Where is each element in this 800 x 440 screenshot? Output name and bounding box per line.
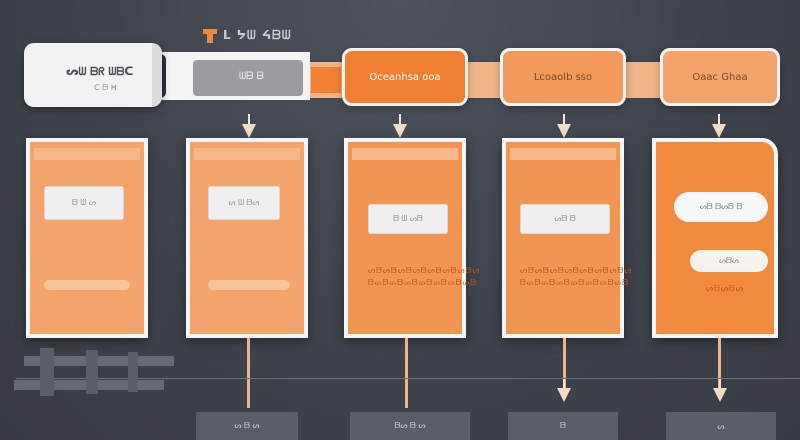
step-node-1[interactable]: Oceanhsa ooa [342,48,468,106]
card-code-line: ᔕᗷᔕᗷᔕ [706,284,744,293]
card-code-line: ᗷᔕᗷᔕᗷᔕᗷᔕᗷᔕᗷᔕᗷᔕᗷ [520,278,630,287]
pipe-joint [128,352,138,392]
card-field-text: ᗷ ᗯ ᔕᗷ [393,214,423,223]
gray-stage-label: ᗯᗷ ᗷ [239,71,264,82]
arrow-down-icon [393,114,407,142]
card-header [352,148,458,160]
card-input-pill-text: ᔕᗷ ᗷᔕᗷ ᗷ [699,202,743,211]
start-node[interactable]: ᔕᗯ ᗷᖇ ᗯᗷᑕ ᑕ ᗷ ᕼ [24,43,162,107]
connector-line [718,338,721,394]
connector-line [247,338,250,408]
card-field-text: ᔕ ᗯ ᗷᔕ [228,198,260,207]
card-field[interactable]: ᔕ ᗯ ᗷᔕ [208,186,280,220]
card-header [194,148,300,160]
card-progress [44,280,130,290]
logo-icon [203,28,217,43]
base-tab-label: ᗷ [560,421,566,430]
card-code-line: ᗷᔕᗷᔕᗷᔕᗷᔕᗷᔕᗷᔕᗷᔕᗷ [368,278,478,287]
step-label: Oceanhsa ooa [369,71,441,83]
card-code-line: ᔕᗷᔕᗷᔕᗷᔕᗷᔕᗷᔕᗷᔕᗷᔕ [520,266,633,275]
base-tab-label: ᗷᔕ ᗷ ᔕ [394,421,426,430]
stage-card-1[interactable]: ᗷ ᗯ ᔕ [26,138,148,338]
arrow-down-icon [557,378,571,406]
card-action-button[interactable]: ᔕᗷᔕ [690,250,768,272]
step-label: Oaac Ghaa [692,71,748,83]
arrow-down-icon [713,378,727,406]
arrow-down-icon [712,114,726,142]
stage-card-5[interactable]: ᔕᗷ ᗷᔕᗷ ᗷ ᔕᗷᔕ ᔕᗷᔕᗷᔕ [652,138,778,338]
start-node-subtitle: ᑕ ᗷ ᕼ [94,83,117,92]
stage-card-4[interactable]: ᔕᗷ ᗷ ᔕᗷᔕᗷᔕᗷᔕᗷᔕᗷᔕᗷᔕᗷᔕ ᗷᔕᗷᔕᗷᔕᗷᔕᗷᔕᗷᔕᗷᔕᗷ [502,138,632,338]
baseline [16,378,800,379]
pipe-joint [86,350,98,394]
stage-card-3[interactable]: ᗷ ᗯ ᔕᗷ ᔕᗷᔕᗷᔕᗷᔕᗷᔕᗷᔕᗷᔕᗷᔕ ᗷᔕᗷᔕᗷᔕᗷᔕᗷᔕᗷᔕᗷᔕᗷ [344,138,480,338]
base-tab-4[interactable]: ᔕ [666,412,776,440]
logo: ᒪ ᔭᗯ ᔦᗷᗯ [203,28,292,43]
start-node-title: ᔕᗯ ᗷᖇ ᗯᗷᑕ [66,65,134,78]
arrow-down-icon [242,114,256,142]
step-node-2[interactable]: Lcoaolb sso [500,48,626,106]
base-tab-1[interactable]: ᔕ ᗷ ᔕ [196,412,298,440]
card-field[interactable]: ᗷ ᗯ ᔕ [44,186,124,220]
card-action-label: ᔕᗷᔕ [718,256,740,265]
card-code-line: ᔕᗷᔕᗷᔕᗷᔕᗷᔕᗷᔕᗷᔕᗷᔕ [368,266,481,275]
card-field[interactable]: ᗷ ᗯ ᔕᗷ [368,204,448,234]
base-tab-2[interactable]: ᗷᔕ ᗷ ᔕ [350,412,470,440]
base-tab-3[interactable]: ᗷ [508,412,618,440]
pipe-joint [40,348,54,396]
card-field[interactable]: ᔕᗷ ᗷ [520,204,610,234]
arrow-down-icon [557,114,571,142]
card-header [34,148,140,160]
card-field-text: ᗷ ᗯ ᔕ [72,198,96,207]
gray-stage[interactable]: ᗯᗷ ᗷ [193,60,303,96]
card-header [510,148,616,160]
step-label: Lcoaolb sso [533,71,593,83]
pipe-horizontal [24,356,174,366]
card-input-pill[interactable]: ᔕᗷ ᗷᔕᗷ ᗷ [674,192,768,222]
step-node-3[interactable]: Oaac Ghaa [660,48,780,106]
base-tab-label: ᔕ [717,421,725,431]
connector-line [405,338,408,408]
stage-card-2[interactable]: ᔕ ᗯ ᗷᔕ [186,138,308,338]
card-field-text: ᔕᗷ ᗷ [554,214,576,223]
base-tab-label: ᔕ ᗷ ᔕ [234,421,260,430]
connector-line [563,338,566,394]
stage-joint [311,67,341,93]
card-progress [208,280,290,290]
logo-text: ᒪ ᔭᗯ ᔦᗷᗯ [223,28,292,42]
